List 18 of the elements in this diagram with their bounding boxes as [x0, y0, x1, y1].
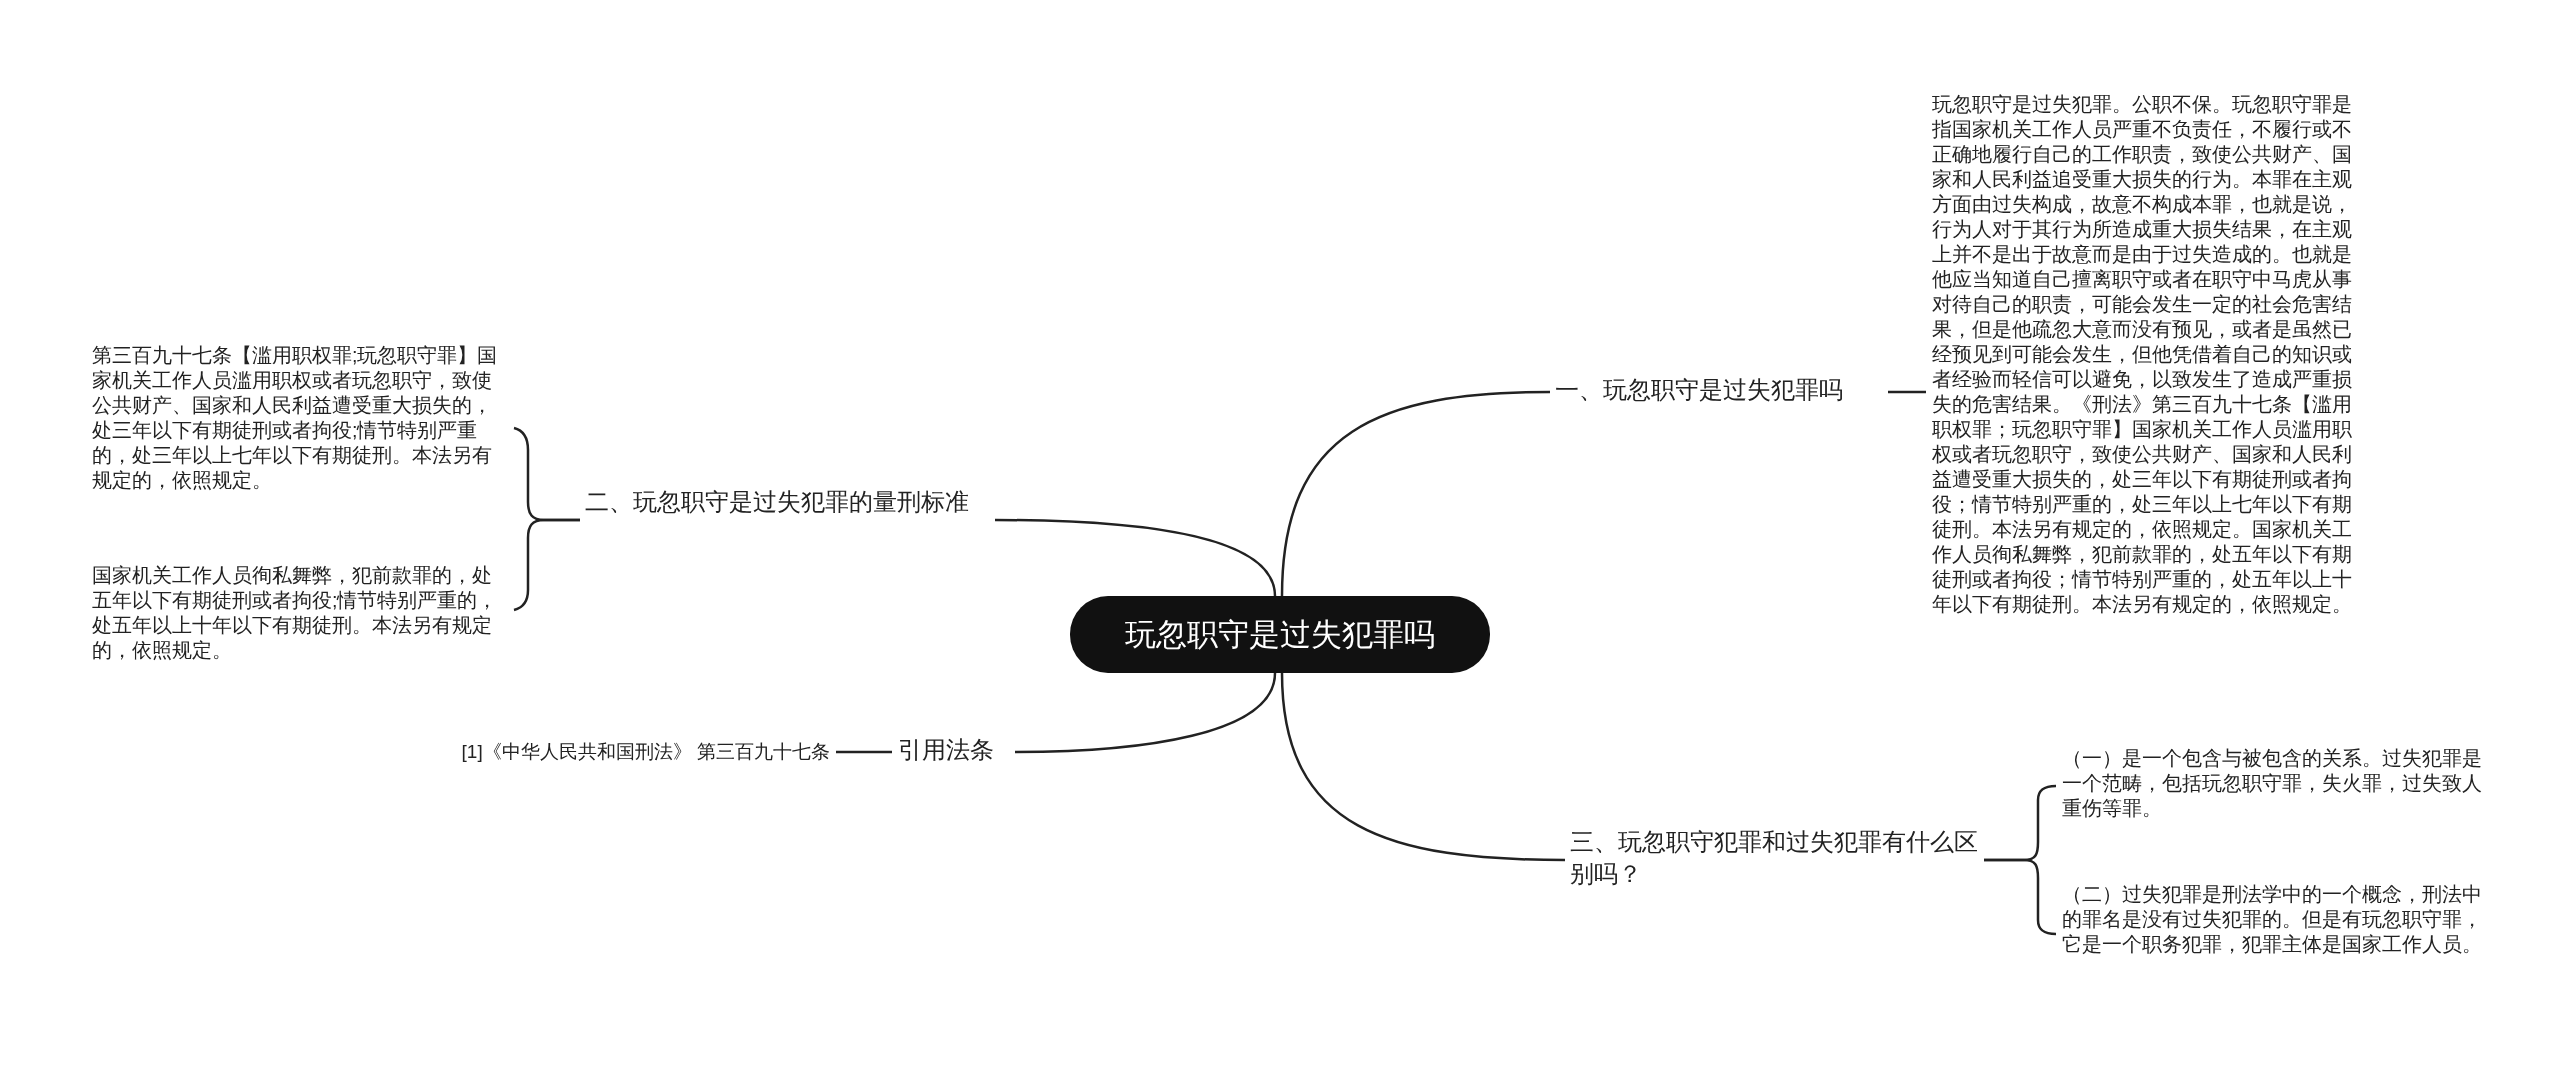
note-text: 玩忽职守是过失犯罪。公职不保。玩忽职守罪是指国家机关工作人员严重不负责任，不履行或不正确地履行自己的工作职责，致使公共财产、国家和人民利益追受重大损失的行为。本罪在主观方面由过失构成，故意不构成本罪，也就是说，行为人对于其行为所造成重大损失结果，在主观上并不是出于故意而是由于过失造成的。也就是他应当知道自己擅离职守或者在职守中马虎从事对待自己的职责，可能会发生一定的社会危害结果，但是他疏忽大意而没有预见，或者是虽然已经预见到可能会发生，但他凭借着自己的知识或者经验而轻信可以避免，以致发生了造成严重损失的危害结果。《刑法》第三百九十七条【滥用职权罪；玩忽职守罪】国家机关工作人员滥用职权或者玩忽职守，致使公共财产、国家和人民利益遭受重大损失的，处三年以下有期徒刑或者拘役；情节特别严重的，处三年以上七年以下有期徒刑。本法另有规定的，依照规定。国家机关工作人员徇私舞弊，犯前款罪的，处五年以下有期徒刑或者拘役；情节特别严重的，处五年以上十年以下有期徒刑。本法另有规定的，依照规定。: [1932, 92, 2360, 617]
topic-label: 引用法条: [898, 734, 1010, 766]
topic-label: 一、玩忽职守是过失犯罪吗: [1555, 374, 1885, 406]
citation-text: [1]《中华人民共和国刑法》 第三百九十七条: [430, 738, 830, 766]
topic-label: 二、玩忽职守是过失犯罪的量刑标准: [585, 486, 990, 518]
note-text: 国家机关工作人员徇私舞弊，犯前款罪的，处五年以下有期徒刑或者拘役;情节特别严重的，处五年以上十年以下有期徒刑。本法另有规定的，依照规定。: [92, 563, 510, 663]
note-text: （一）是一个包含与被包含的关系。过失犯罪是一个范畴，包括玩忽职守罪，失火罪，过失致人重伤等罪。: [2062, 746, 2482, 821]
connector-line: [1015, 672, 1277, 754]
central-topic: 玩忽职守是过失犯罪吗: [1070, 596, 1490, 673]
connector-line: [1888, 390, 1926, 394]
connector-line: [995, 518, 1277, 597]
topic-label: 三、玩忽职守犯罪和过失犯罪有什么区别吗？: [1570, 826, 1980, 890]
connector-line: [1280, 672, 1566, 862]
connector-line: [513, 518, 580, 612]
connector-line: [836, 750, 892, 754]
note-text: （二）过失犯罪是刑法学中的一个概念，刑法中的罪名是没有过失犯罪的。但是有玩忽职守罪，它是一个职务犯罪，犯罪主体是国家工作人员。: [2062, 882, 2482, 957]
note-text: 第三百九十七条【滥用职权罪;玩忽职守罪】国家机关工作人员滥用职权或者玩忽职守，致使公共财产、国家和人民利益遭受重大损失的，处三年以下有期徒刑或者拘役;情节特别严重的，处三年以上七年以下有期徒刑。本法另有规定的，依照规定。: [92, 343, 510, 493]
connector-line: [1280, 390, 1551, 597]
